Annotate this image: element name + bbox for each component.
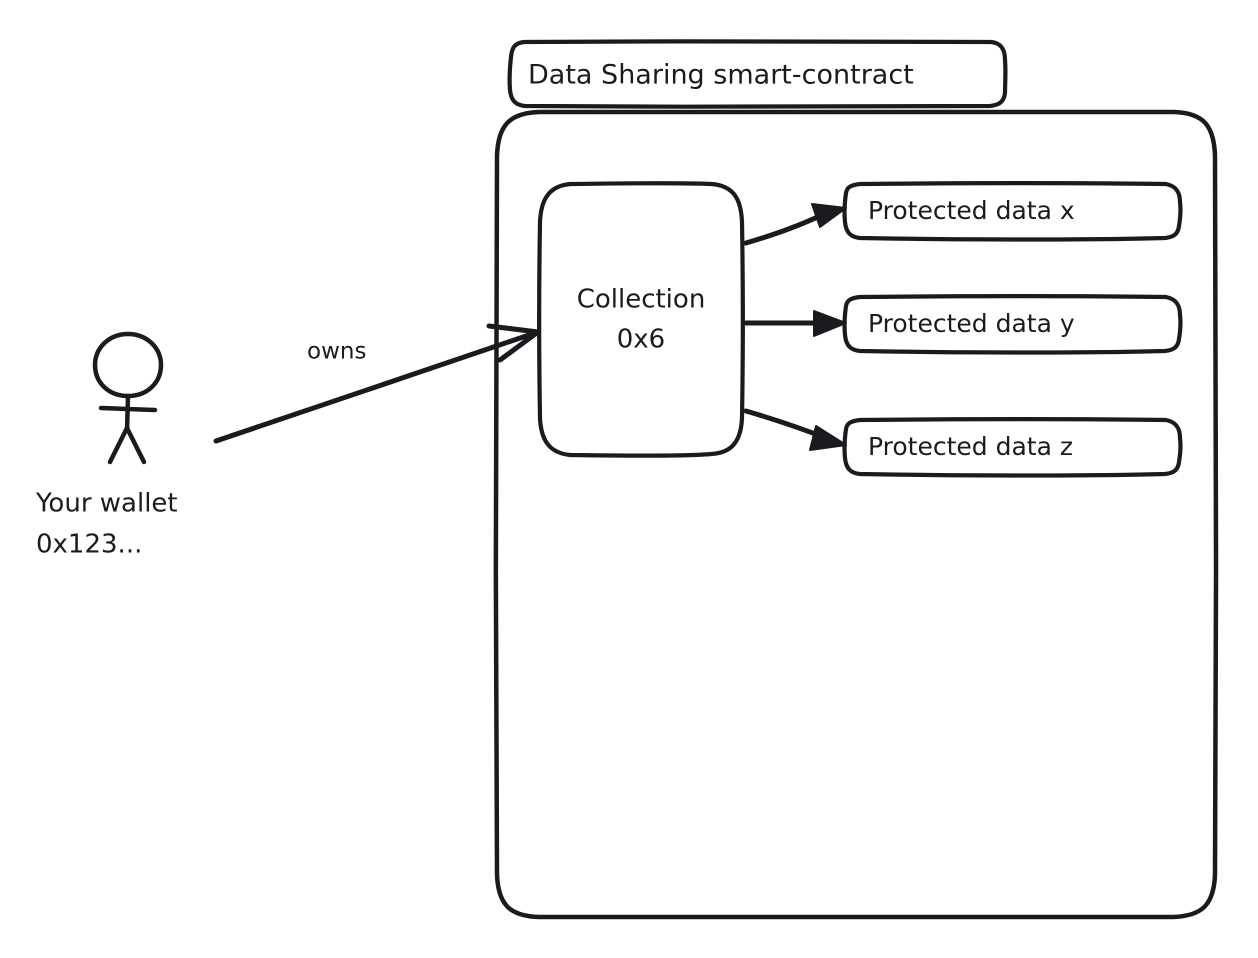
protected-data-box-z[interactable]: Protected data z	[842, 417, 1183, 478]
stick-figure-person-icon	[92, 331, 164, 465]
protected-data-z-label: Protected data z	[868, 432, 1073, 461]
protected-data-box-y[interactable]: Protected data y	[842, 294, 1183, 355]
protected-data-x-label: Protected data x	[868, 196, 1075, 225]
arrow-collection-to-data-z	[743, 408, 847, 451]
smart-contract-container[interactable]	[493, 108, 1219, 921]
arrow-collection-to-data-y	[743, 310, 847, 337]
owns-edge-label: owns	[307, 339, 366, 365]
collection-label-line2: 0x6	[617, 325, 665, 355]
wallet-label-line2: 0x123...	[36, 530, 142, 560]
protected-data-y-label: Protected data y	[868, 309, 1075, 338]
collection-label-line1: Collection	[577, 285, 706, 315]
contract-title-box[interactable]: Data Sharing smart-contract	[507, 39, 1008, 109]
arrow-wallet-owns-collection: owns	[213, 323, 541, 444]
contract-title-text: Data Sharing smart-contract	[528, 60, 914, 91]
wallet-label: Your wallet 0x123...	[35, 489, 178, 560]
collection-box[interactable]: Collection 0x6	[537, 181, 745, 458]
wallet-label-line1: Your wallet	[35, 489, 178, 519]
protected-data-box-x[interactable]: Protected data x	[842, 181, 1183, 242]
arrow-collection-to-data-x	[743, 203, 847, 246]
